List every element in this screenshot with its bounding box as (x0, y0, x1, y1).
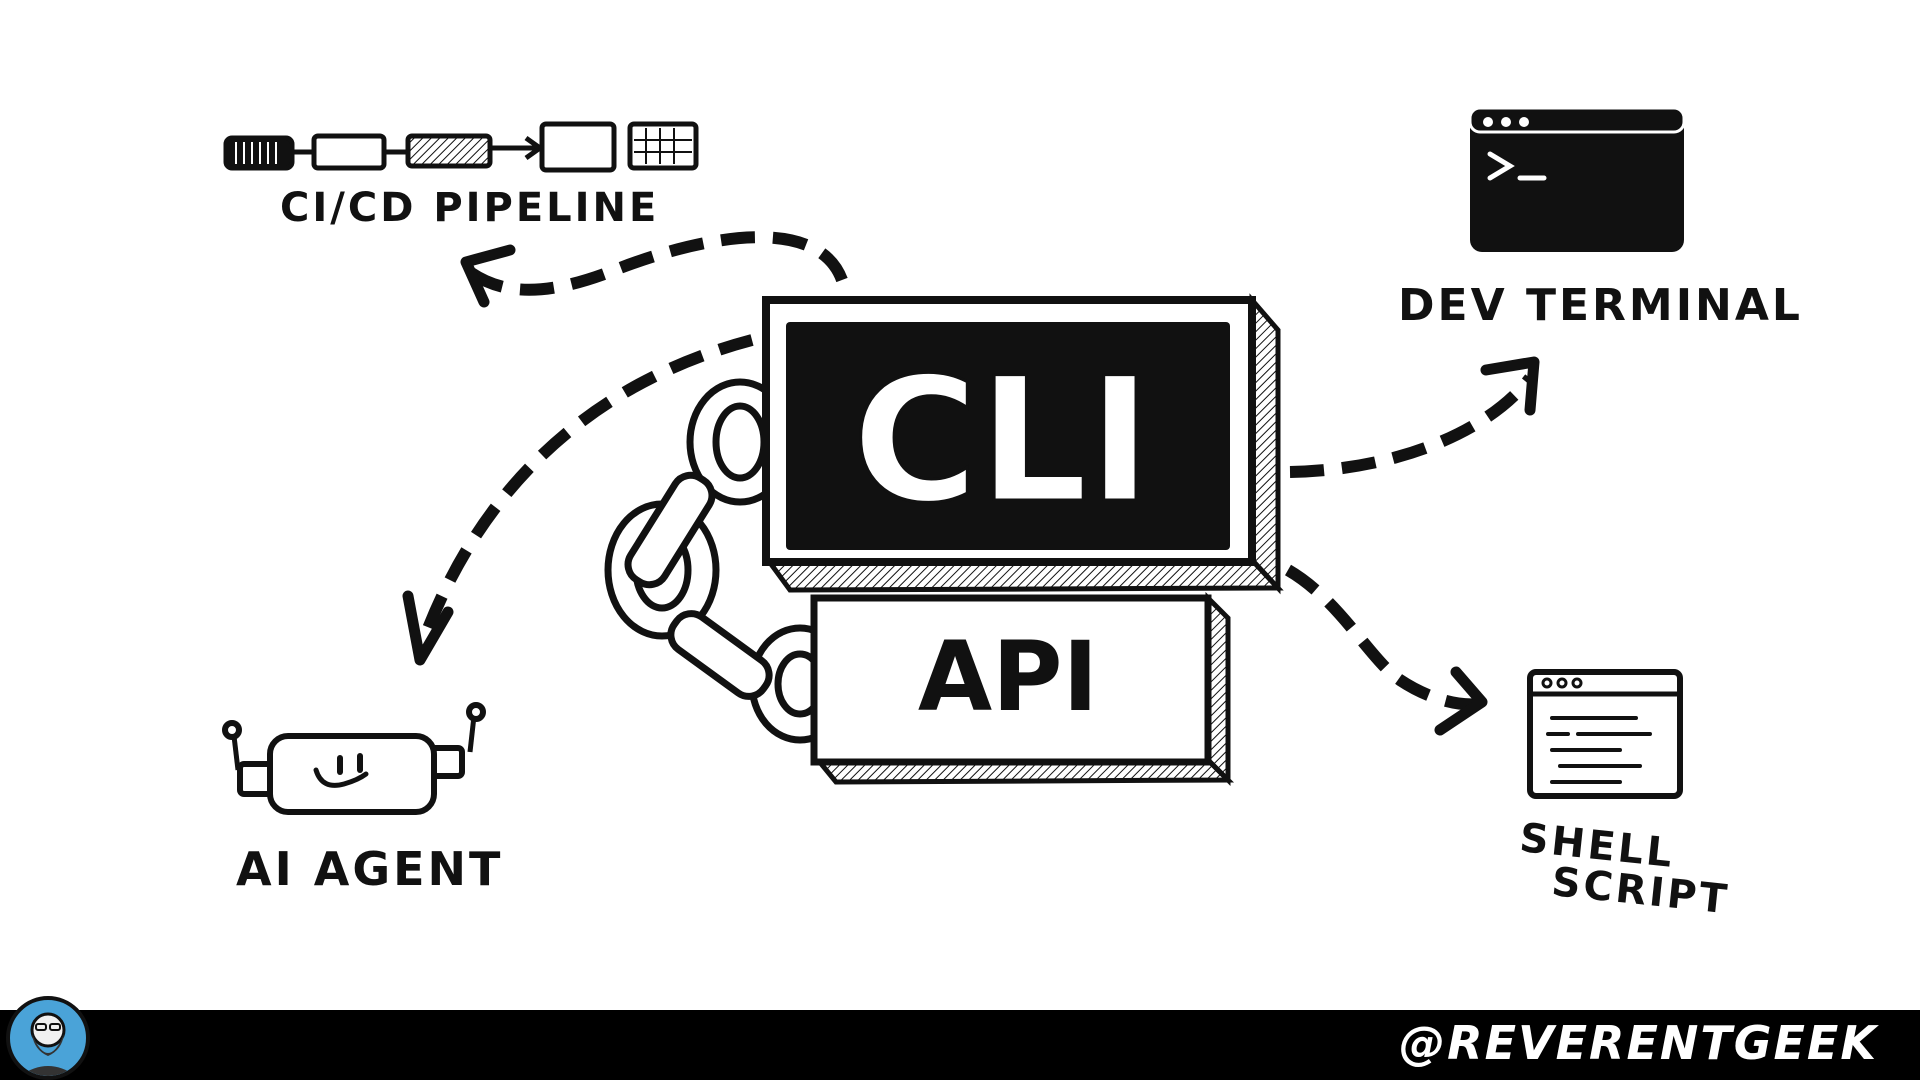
arrowhead-cicd (460, 244, 516, 308)
cli-block: CLI (762, 293, 1284, 595)
author-handle: @REVERENTGEEK (1399, 1016, 1878, 1070)
dev-terminal-label: DEV TERMINAL (1398, 280, 1803, 331)
arrow-to-agent (414, 334, 754, 652)
arrow-to-shell (1284, 564, 1479, 711)
arrowhead-terminal (1480, 356, 1540, 416)
api-label: API (918, 621, 1098, 733)
footer-bar (0, 1010, 1920, 1080)
arrowhead-agent (402, 590, 454, 666)
avatar-portrait-icon (20, 1012, 76, 1076)
arrow-to-terminal (1289, 374, 1535, 478)
ai-agent-label: AI AGENT (236, 842, 504, 896)
ai-agent-robot-icon (222, 702, 486, 815)
shell-script-icon (1527, 669, 1683, 799)
dashed-arrows (414, 231, 1535, 711)
arrow-heads (402, 244, 1540, 736)
api-block: API (810, 591, 1235, 787)
cli-label: CLI (852, 340, 1152, 541)
arrowhead-shell (1434, 666, 1488, 736)
pipeline-icon (223, 121, 699, 173)
cicd-pipeline-label: CI/CD PIPELINE (280, 185, 660, 231)
arrow-to-cicd (466, 231, 848, 296)
terminal-icon (1468, 106, 1686, 252)
avatar (6, 996, 90, 1080)
